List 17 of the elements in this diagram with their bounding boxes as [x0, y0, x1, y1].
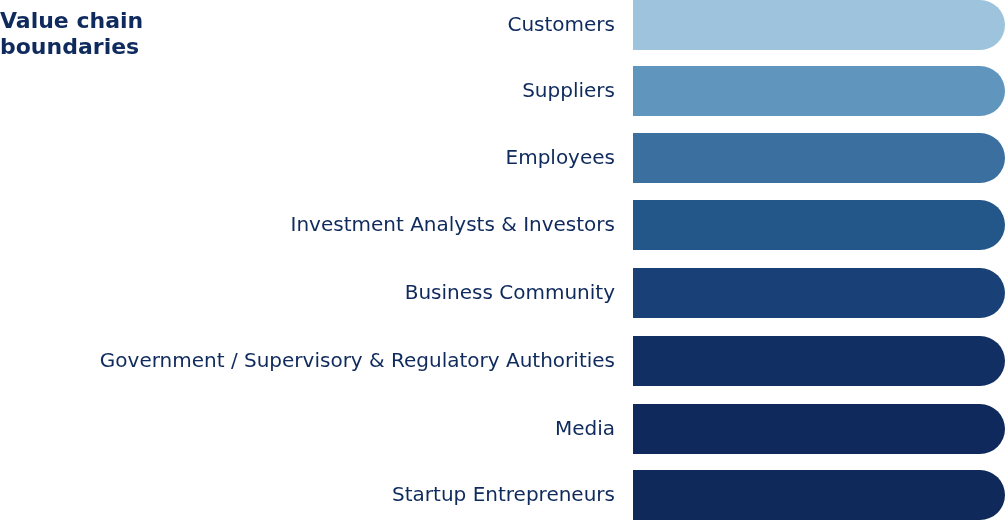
stakeholder-label: Investment Analysts & Investors — [290, 212, 615, 236]
diagram-title: Value chain boundaries — [0, 8, 145, 60]
stakeholder-label: Business Community — [404, 280, 615, 304]
stakeholder-bar — [633, 0, 1005, 50]
stakeholder-bar — [633, 133, 1005, 183]
stakeholder-bar — [633, 404, 1005, 454]
stakeholder-label: Suppliers — [522, 78, 615, 102]
stakeholder-bar — [633, 200, 1005, 250]
stakeholder-bar — [633, 268, 1005, 318]
stakeholder-label: Media — [554, 416, 615, 440]
stakeholder-label: Government / Supervisory & Regulatory Authorities — [99, 348, 615, 372]
stakeholder-bar — [633, 66, 1005, 116]
stakeholder-label: Startup Entrepreneurs — [392, 482, 615, 506]
stakeholder-label: Customers — [507, 12, 615, 36]
stakeholder-bar — [633, 470, 1005, 520]
stakeholder-label: Employees — [505, 145, 615, 169]
stakeholder-bar — [633, 336, 1005, 386]
